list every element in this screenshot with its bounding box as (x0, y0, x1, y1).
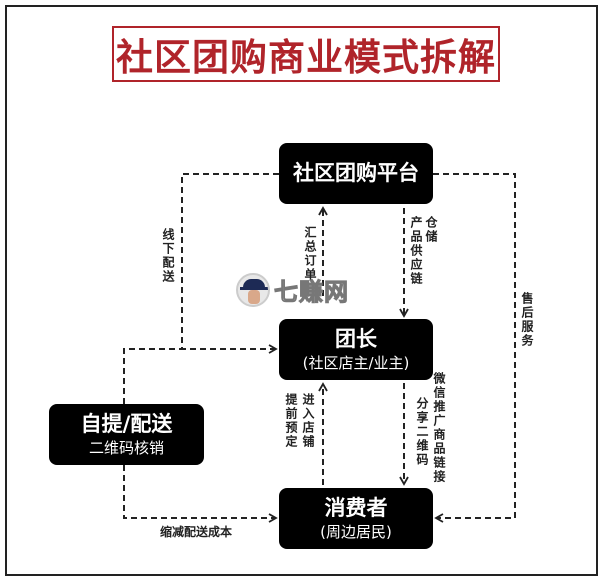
outer-frame (5, 5, 598, 576)
page-title: 社区团购商业模式拆解 (116, 36, 496, 79)
label-after-sales: 售后服务 (520, 292, 534, 348)
pickup-label: 自提/配送 (80, 411, 173, 436)
watermark: 七赚网 (236, 272, 349, 307)
pickup-sublabel: 二维码核销 (88, 439, 164, 458)
platform-label: 社区团购平台 (293, 160, 419, 185)
node-platform: 社区团购平台 (279, 143, 433, 204)
label-share-qr: 分享二维码 (415, 397, 429, 467)
label-wechat-promo: 微信推广商品链接 (432, 372, 446, 484)
leader-sublabel: (社区店主/业主) (302, 354, 410, 373)
edge-after-sales (433, 173, 516, 523)
watermark-text: 七赚网 (274, 278, 349, 307)
leader-label: 团长 (335, 326, 377, 351)
title-box: 社区团购商业模式拆解 (112, 26, 500, 82)
consumer-sublabel: (周边居民) (320, 523, 392, 542)
consumer-label: 消费者 (324, 495, 388, 520)
node-consumer: 消费者 (周边居民) (279, 488, 433, 549)
label-enter-store: 进入店铺 (301, 393, 315, 449)
node-pickup: 自提/配送 二维码核销 (49, 404, 204, 465)
label-reduce-cost: 缩减配送成本 (160, 525, 233, 539)
label-advance-order: 提前预定 (284, 393, 298, 449)
label-warehouse: 仓储 (424, 216, 438, 244)
label-offline-delivery: 线下配送 (161, 228, 175, 284)
edge-pickup-leader (123, 348, 182, 404)
edge-offline-delivery (181, 173, 279, 354)
label-supply-chain: 产品供应链 (409, 216, 423, 286)
node-leader: 团长 (社区店主/业主) (279, 319, 433, 380)
label-aggregate-orders: 汇总订单 (303, 226, 317, 282)
avatar-icon (236, 272, 270, 307)
edge-reduce-cost (123, 465, 278, 523)
